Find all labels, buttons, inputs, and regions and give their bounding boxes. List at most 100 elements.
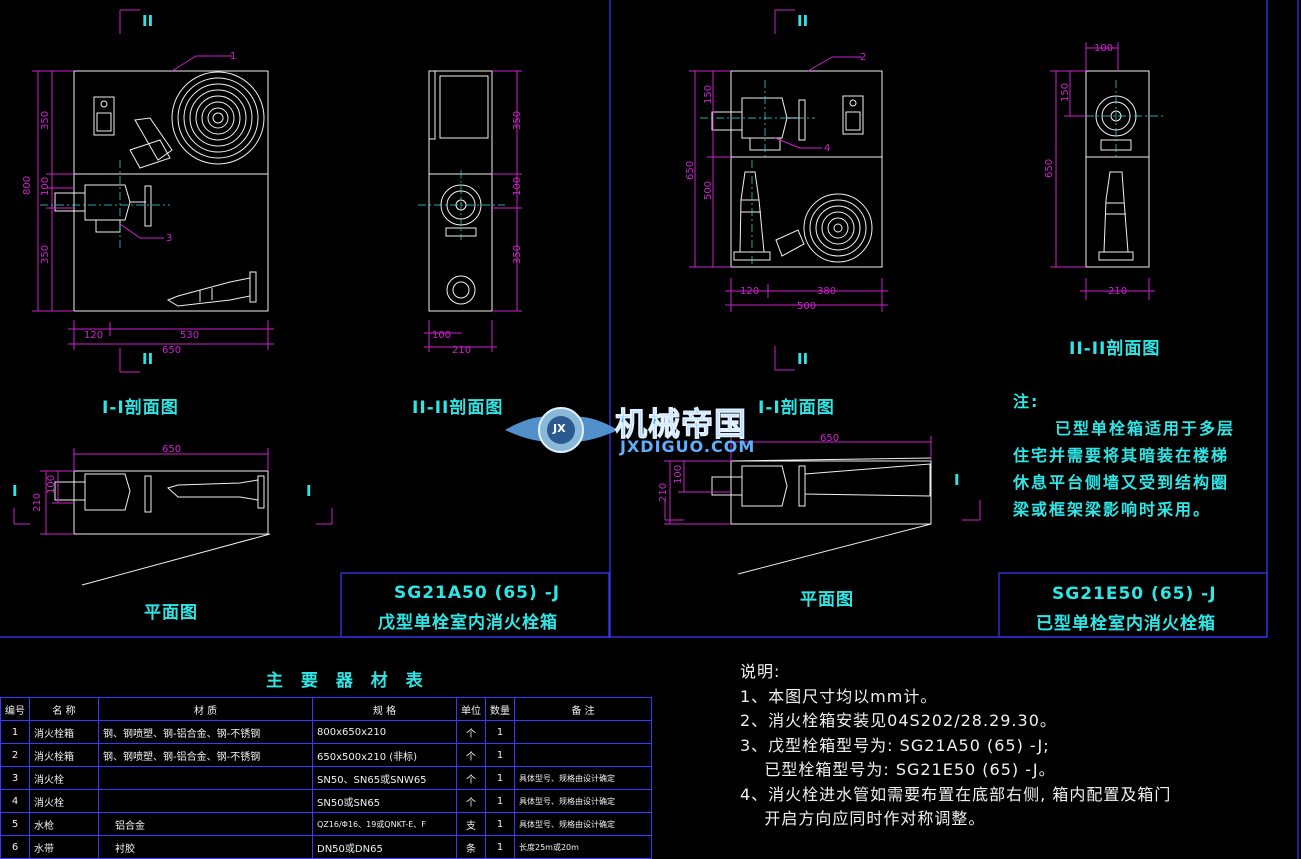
explanation-line-6: 开启方向应同时作对称调整。 bbox=[740, 809, 986, 828]
marker-I-left: I bbox=[12, 482, 18, 500]
bom-cell: SN50、SN65或SNW65 bbox=[312, 766, 457, 790]
bom-cell: 800x650x210 bbox=[312, 720, 457, 744]
marker-II-top: II bbox=[142, 12, 153, 30]
bom-cell: 长度25m或20m bbox=[514, 835, 652, 859]
left-section-b bbox=[428, 70, 493, 312]
right-plan bbox=[711, 457, 932, 575]
explanation-block: 说明: 1、本图尺寸均以mm计。 2、消火栓箱安装见04S202/28.29.3… bbox=[740, 660, 1171, 832]
bom-header-cell: 单位 bbox=[456, 697, 486, 721]
left-plan-dimtext: 650 210 100 bbox=[32, 444, 181, 512]
bom-cell: 消火栓箱 bbox=[29, 743, 99, 767]
left-section-b-dims bbox=[424, 70, 522, 352]
explanation-line-5: 4、消火栓进水管如需要布置在底部右侧, 箱内配置及箱门 bbox=[740, 784, 1172, 804]
bom-cell: 消火栓 bbox=[29, 789, 99, 813]
bom-cell: 具体型号、规格由设计确定 bbox=[514, 789, 652, 813]
right-centerlines bbox=[700, 80, 815, 265]
explanation-line-2: 2、消火栓箱安装见04S202/28.29.30。 bbox=[740, 711, 1057, 730]
left-section-a-dimtext: 800 350 100 350 120 530 650 1 3 bbox=[22, 51, 236, 356]
bom-header-cell: 规 格 bbox=[312, 697, 457, 721]
dim-b100: 100 bbox=[432, 330, 451, 341]
marker-I-right: I bbox=[306, 482, 312, 500]
dim-500: 500 bbox=[703, 181, 714, 200]
left-plan-label: 平面图 bbox=[144, 603, 198, 623]
dim-530: 530 bbox=[180, 330, 199, 341]
bom-cell: 钢、钢喷塑、钢-铝合金、钢-不锈钢 bbox=[98, 720, 313, 744]
callout-1: 1 bbox=[230, 51, 236, 62]
bom-cell: 钢、钢喷塑、钢-铝合金、钢-不锈钢 bbox=[98, 743, 313, 767]
marker-II-bottom-right: II bbox=[797, 350, 808, 368]
right-section-b-label: II-II剖面图 bbox=[1069, 339, 1161, 359]
left-plan bbox=[54, 470, 271, 586]
bom-cell bbox=[98, 766, 313, 790]
left-plan-dims bbox=[13, 448, 333, 535]
watermark-badge-graphic bbox=[505, 407, 618, 453]
bom-header-cell: 编号 bbox=[0, 697, 30, 721]
dim-350-top: 350 bbox=[40, 111, 51, 130]
bom-header-cell: 名 称 bbox=[29, 697, 99, 721]
watermark: 机械帝国 JXDIGUO.COM JX bbox=[500, 393, 800, 463]
dim-s210: 210 bbox=[1108, 286, 1127, 297]
right-section-a-dims bbox=[689, 9, 888, 371]
dim-r350-top: 350 bbox=[512, 111, 523, 130]
bom-cell: 6 bbox=[0, 835, 30, 859]
dim-rp210: 210 bbox=[658, 483, 669, 502]
explanation-line-4: 已型栓箱型号为: SG21E50 (65) -J。 bbox=[740, 760, 1056, 779]
dim-650: 650 bbox=[162, 345, 181, 356]
right-section-a-dimtext: 650 150 500 120 380 500 2 4 bbox=[685, 52, 866, 312]
bom-cell: 水枪 bbox=[29, 812, 99, 836]
note-line-2: 住宅并需要将其暗装在楼梯 bbox=[1013, 446, 1230, 465]
dim-100: 100 bbox=[40, 177, 51, 196]
dim-s100: 100 bbox=[1094, 43, 1113, 54]
dim-r350-bottom: 350 bbox=[512, 245, 523, 264]
note-line-1: 已型单栓箱适用于多层 bbox=[1055, 419, 1236, 438]
dim-800: 800 bbox=[22, 176, 33, 195]
left-section-b-dimtext: 350 100 350 100 210 bbox=[432, 111, 523, 356]
note-block: 注: 已型单栓箱适用于多层 住宅并需要将其暗装在楼梯 休息平台侧墙又受到结构圈 … bbox=[1013, 388, 1235, 523]
left-section-a-label: I-I剖面图 bbox=[102, 398, 179, 418]
bom-cell: 1 bbox=[0, 720, 30, 744]
bom-cell: 2 bbox=[0, 743, 30, 767]
dim-380: 380 bbox=[817, 286, 836, 297]
bom-cell: 650x500x210 (非标) bbox=[312, 743, 457, 767]
left-section-a-dims bbox=[32, 9, 274, 373]
dim-120: 120 bbox=[740, 286, 759, 297]
bom-cell: QZ16/Φ16、19或QNKT-E、F bbox=[312, 812, 457, 836]
table-row: 6 水带 衬胶 DN50或DN65 条 1 长度25m或20m bbox=[0, 835, 652, 859]
bom-header-cell: 材 质 bbox=[98, 697, 313, 721]
right-section-b bbox=[1085, 70, 1150, 268]
dim-150: 150 bbox=[703, 85, 714, 104]
dim-s150: 150 bbox=[1060, 83, 1071, 102]
watermark-cn: 机械帝国 bbox=[614, 405, 748, 444]
left-title-name: 戊型单栓室内消火栓箱 bbox=[378, 613, 558, 633]
right-section-a-label: I-I剖面图 bbox=[758, 398, 835, 418]
bom-table: 编号 名 称 材 质 规 格 单位 数量 备 注 1 消火栓箱 钢、钢喷塑、钢-… bbox=[0, 697, 652, 859]
marker-II-top-right: II bbox=[797, 12, 808, 30]
note-line-3: 休息平台侧墙又受到结构圈 bbox=[1013, 473, 1230, 492]
left-plan-markers: I I bbox=[12, 482, 312, 500]
bom-cell: 水带 bbox=[29, 835, 99, 859]
right-section-b-dimtext: 100 150 650 210 bbox=[1044, 43, 1127, 297]
bom-header-cell: 备 注 bbox=[514, 697, 652, 721]
table-row: 3 消火栓 SN50、SN65或SNW65 个 1 具体型号、规格由设计确定 bbox=[0, 766, 652, 790]
left-section-a bbox=[54, 70, 269, 312]
bom-cell: 1 bbox=[485, 789, 515, 813]
left-title-code: SG21A50 (65) -J bbox=[394, 583, 561, 603]
dim-p210: 210 bbox=[32, 493, 43, 512]
explanation-line-3: 3、戊型栓箱型号为: SG21A50 (65) -J; bbox=[740, 735, 1050, 755]
callout-3: 3 bbox=[166, 233, 172, 244]
dim-650: 650 bbox=[685, 161, 696, 180]
right-section-markers: II II bbox=[797, 12, 808, 368]
bom-cell: 1 bbox=[485, 766, 515, 790]
table-row: 5 水枪 铝合金 QZ16/Φ16、19或QNKT-E、F 支 1 具体型号、规… bbox=[0, 812, 652, 836]
left-section-b-label: II-II剖面图 bbox=[412, 398, 504, 418]
right-plan-dims bbox=[664, 436, 981, 525]
note-title: 注: bbox=[1013, 392, 1040, 411]
callout-2: 2 bbox=[860, 52, 866, 63]
dim-120: 120 bbox=[84, 330, 103, 341]
right-plan-markers: I bbox=[954, 471, 960, 489]
dim-350-bottom: 350 bbox=[40, 245, 51, 264]
bom-header-cell: 数量 bbox=[485, 697, 515, 721]
bom-cell: 消火栓箱 bbox=[29, 720, 99, 744]
